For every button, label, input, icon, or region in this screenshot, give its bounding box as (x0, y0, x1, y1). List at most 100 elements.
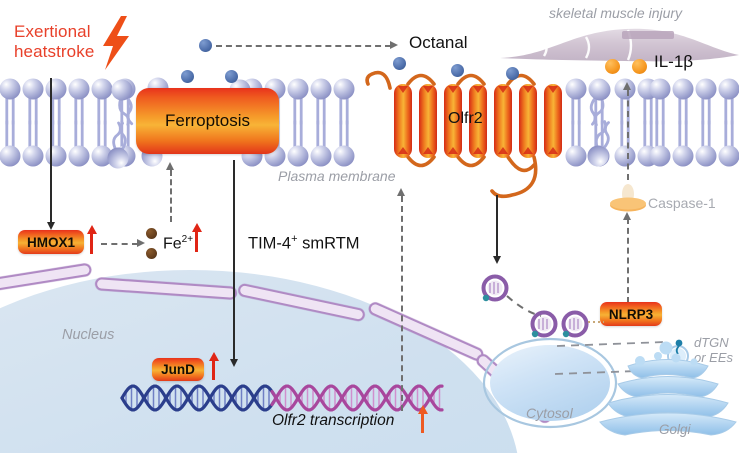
il1b-label: IL-1β (654, 52, 694, 71)
ferroptosis-to-jund-arrow (233, 160, 235, 360)
phospholipid (672, 78, 694, 126)
muscle-fiber-icon (500, 28, 739, 62)
phospholipid (0, 119, 21, 167)
octanal-arrowhead (390, 41, 398, 49)
plasma-membrane-label: Plasma membrane (278, 168, 396, 184)
ferroptosis-label: Ferroptosis (164, 111, 251, 130)
octanal-dot (181, 70, 194, 83)
tim4-smrtm-label: TIM-4+ smRTM (248, 233, 360, 253)
jund-box[interactable]: JunD (152, 358, 204, 381)
phospholipid (310, 78, 332, 126)
hmox1-label: HMOX1 (26, 234, 75, 250)
transcription-to-membrane-dashed-line (401, 196, 403, 411)
iron-dot (146, 248, 157, 259)
skeletal-muscle-injury-label: skeletal muscle injury (549, 5, 683, 21)
phospholipid (672, 119, 694, 167)
octanal-dot (451, 64, 464, 77)
exertional-heatstroke-line2: heatstroke (14, 42, 95, 61)
phospholipid (22, 119, 44, 167)
hmox1-to-iron-arrowhead (137, 239, 145, 247)
nlrp3-box[interactable]: NLRP3 (600, 302, 662, 326)
phospholipid (22, 78, 44, 126)
phospholipid (614, 119, 636, 167)
octanal-label: Octanal (409, 33, 468, 52)
vesicle-to-nlrp3-dotted (588, 321, 604, 323)
phospholipid (333, 78, 355, 126)
phospholipid-loose (111, 79, 134, 126)
transmembrane-helix (444, 84, 462, 158)
hmox1-up-arrow-icon (90, 232, 94, 254)
fe2-text: Fe (163, 235, 182, 253)
dtgn-label-line2: or EEs (694, 350, 734, 365)
phospholipid (68, 78, 90, 126)
caspase-mushroom-icon (610, 184, 646, 212)
smrtm-text: smRTM (297, 234, 360, 253)
nlrp3-to-caspase1-arrowhead (622, 212, 631, 220)
iron-to-ferroptosis-dashed-line (170, 170, 172, 222)
nlrp3-label: NLRP3 (608, 306, 654, 322)
hmox1-to-iron-dashed-line (101, 243, 138, 245)
exertional-heatstroke-line1: Exertional (14, 22, 91, 41)
octanal-dashed-line (216, 45, 391, 47)
octanal-dot (199, 39, 212, 52)
transmembrane-helix (419, 84, 437, 158)
phospholipid (565, 119, 587, 167)
dna-helix-icon (120, 384, 444, 412)
nlrp3-to-caspase1-dashed-line (627, 218, 629, 303)
phospholipid (91, 119, 113, 167)
phospholipid (695, 78, 717, 126)
lightning-bolt-icon (103, 16, 129, 70)
fe2-superscript: 2+ (181, 234, 194, 245)
phospholipid (310, 119, 332, 167)
transmembrane-helix (519, 84, 537, 158)
jund-up-arrow-icon (212, 359, 216, 380)
golgi-label: Golgi (659, 422, 691, 437)
octanal-dot (393, 57, 406, 70)
vesicle-icon (530, 310, 558, 338)
caspase1-label: Caspase-1 (648, 195, 716, 211)
transmembrane-helix (394, 84, 412, 158)
vesicle-icon (481, 274, 509, 302)
phospholipid (68, 119, 90, 167)
phospholipid-loose (589, 79, 611, 127)
golgi-apparatus-icon (599, 341, 737, 436)
iron-dot (146, 228, 157, 239)
tim4-superscript: + (291, 233, 298, 245)
fe2-label: Fe2+ (163, 234, 193, 253)
endosome-icon (482, 337, 618, 429)
dtgn-label-line1: dTGN (694, 335, 729, 350)
dna-strand (270, 384, 444, 412)
vesicle-trafficking-path (506, 295, 542, 317)
phospholipid (649, 78, 671, 126)
phospholipid-loose (107, 121, 129, 169)
vesicle-icon (561, 310, 589, 338)
iron-to-ferroptosis-arrowhead (165, 162, 174, 170)
dna-strand (120, 384, 276, 412)
olfr2-internalization-arrow (496, 195, 498, 257)
olfr2-receptor (365, 62, 582, 199)
phospholipid (91, 78, 113, 126)
dna-strand (120, 384, 276, 412)
cytosol-label: Cytosol (526, 405, 573, 421)
ferroptosis-box[interactable]: Ferroptosis (136, 88, 279, 154)
jund-label: JunD (161, 362, 195, 377)
phospholipid-loose (587, 120, 610, 167)
phospholipid (0, 78, 21, 126)
phospholipid (718, 119, 739, 167)
transcription-up-arrow-icon (421, 412, 425, 433)
phospholipid (45, 78, 67, 126)
phospholipid (45, 119, 67, 167)
il1b-secretion-arrowhead (622, 82, 631, 90)
hmox1-box[interactable]: HMOX1 (18, 230, 84, 254)
iron-up-arrow-icon (195, 230, 199, 252)
nucleus-label: Nucleus (62, 327, 115, 343)
phospholipid (718, 78, 739, 126)
phospholipid (695, 119, 717, 167)
transmembrane-helix (469, 84, 487, 158)
phospholipid (287, 119, 309, 167)
phospholipid (287, 78, 309, 126)
olfr2-label: Olfr2 (448, 110, 483, 127)
phospholipid (333, 119, 355, 167)
olfr2-svg (365, 70, 562, 199)
